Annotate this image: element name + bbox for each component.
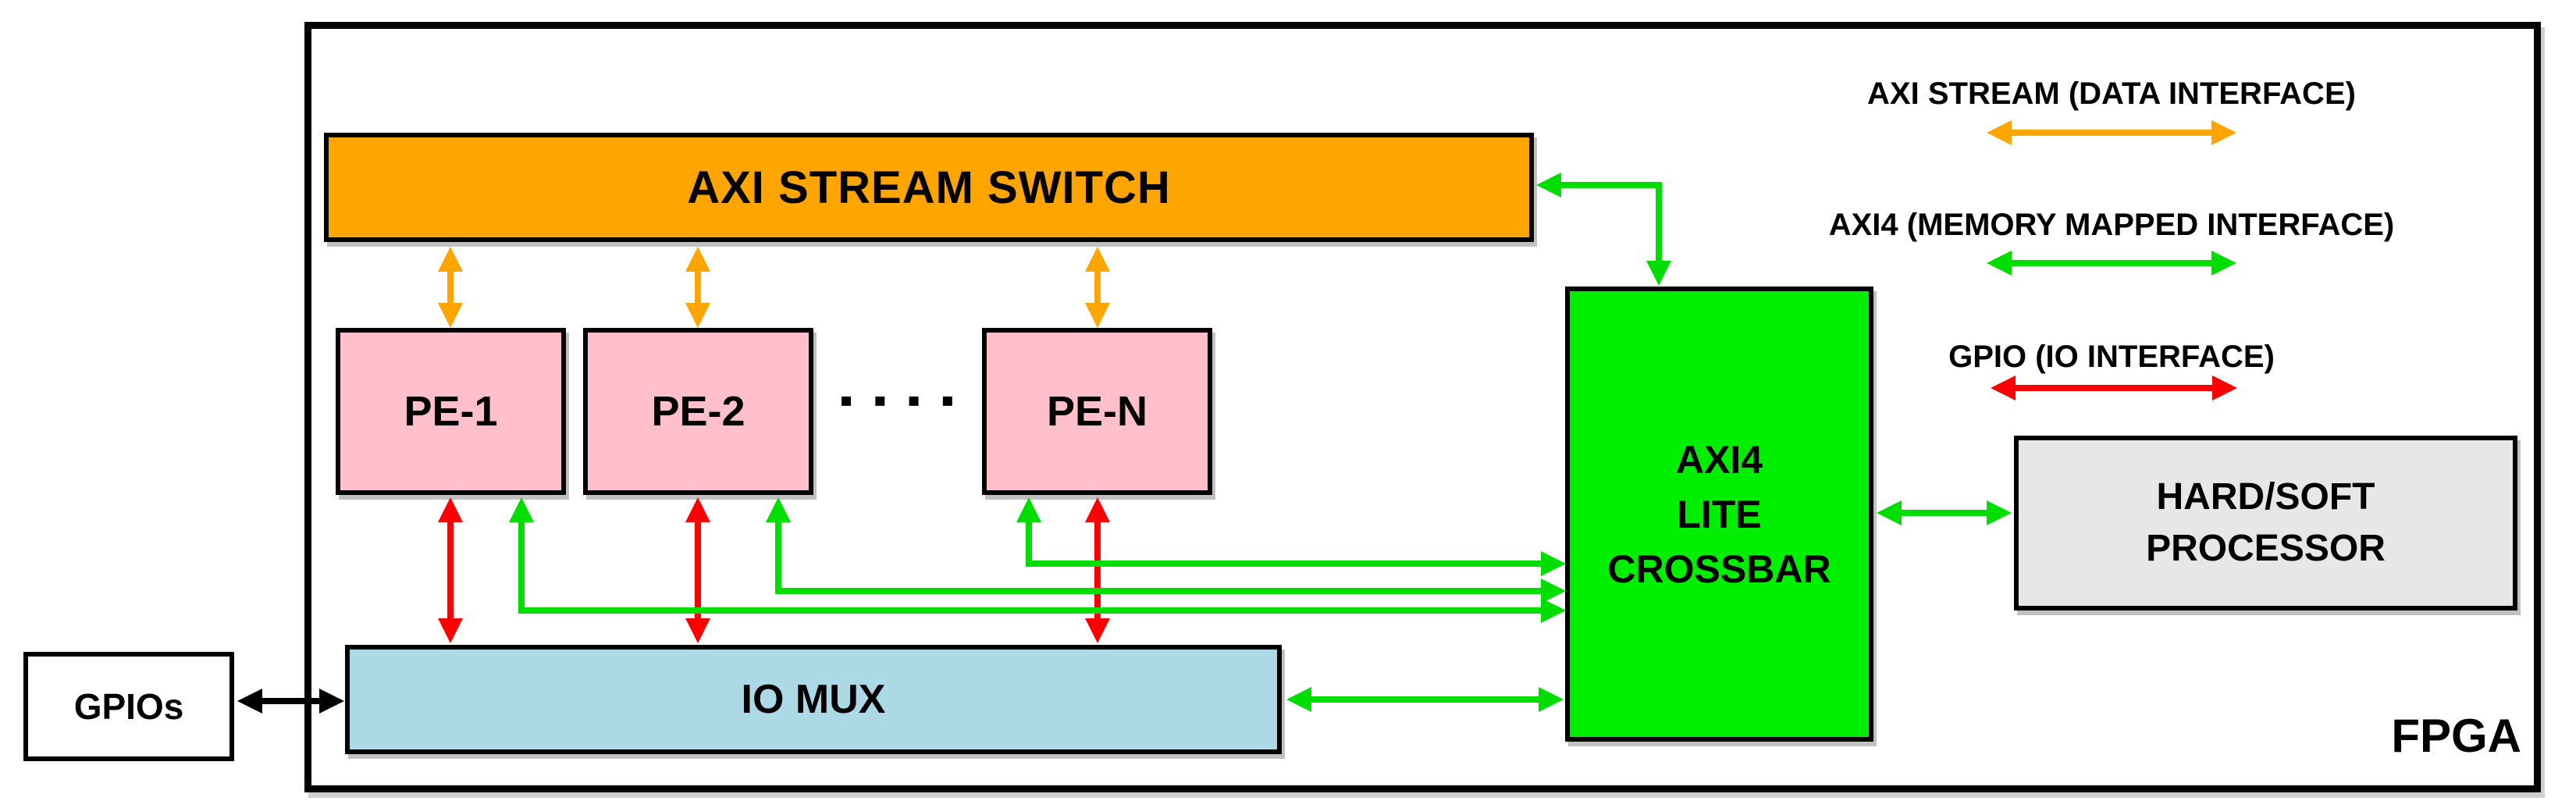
arrow-head [1085, 247, 1110, 272]
fpga-label: FPGA [2391, 710, 2521, 762]
pe-2-block: PE-2 [583, 328, 813, 495]
arrow-line [1026, 519, 1032, 567]
arrow-head [2211, 120, 2236, 145]
fpga-boundary [304, 22, 2541, 792]
arrow-head [438, 247, 463, 272]
arrow-head [438, 497, 463, 522]
arrow-line [1900, 510, 1988, 516]
arrow-head [1085, 618, 1110, 643]
arrow-line [695, 519, 701, 618]
arrow-head [1536, 173, 1561, 198]
processor-label-line2: PROCESSOR [2146, 528, 2386, 569]
arrow-head [1877, 500, 1902, 525]
arrow-line [1560, 182, 1662, 188]
arrow-line [775, 519, 781, 594]
arrow-line [1026, 561, 1541, 567]
arrow-head [1539, 687, 1564, 712]
processor-label-line1: HARD/SOFT [2156, 476, 2375, 518]
arrow-line [447, 269, 454, 306]
arrow-head [319, 689, 344, 714]
arrow-line [259, 698, 321, 704]
arrow-line [1094, 269, 1101, 306]
arrow-head [685, 247, 710, 272]
arrow-line [1094, 519, 1101, 618]
axi4-lite-crossbar-block: AXI4 LITE CROSSBAR [1565, 287, 1873, 742]
arrow-head [237, 689, 262, 714]
arrow-head [1016, 497, 1041, 522]
arrow-head [2212, 376, 2237, 400]
arrow-line [2010, 260, 2211, 266]
arrow-head [438, 303, 463, 328]
hard-soft-processor-block: HARD/SOFT PROCESSOR [2014, 436, 2517, 610]
gpios-label: GPIOs [73, 686, 184, 727]
io-mux-label: IO MUX [741, 677, 886, 722]
arrow-line [2010, 130, 2211, 136]
arrow-line [447, 519, 454, 618]
arrow-line [1656, 182, 1662, 261]
arrow-head [438, 618, 463, 643]
arrow-head [1646, 261, 1671, 286]
arrow-head [685, 303, 710, 328]
arrow-head [1085, 497, 1110, 522]
legend-label-gpio: GPIO (IO INTERFACE) [1948, 340, 2275, 374]
arrow-head [509, 497, 534, 522]
arrow-head [1987, 251, 2012, 276]
arrow-line [2014, 385, 2212, 391]
arrow-head [1991, 376, 2016, 400]
axi-stream-switch-label: AXI STREAM SWITCH [687, 162, 1171, 213]
arrow-head [1987, 120, 2012, 145]
arrow-head [685, 497, 710, 522]
legend-label-axi4: AXI4 (MEMORY MAPPED INTERFACE) [1828, 208, 2395, 242]
pe-n-label: PE-N [1046, 388, 1147, 435]
arrow-head [2211, 251, 2236, 276]
arrow-line [518, 607, 1541, 614]
arrow-head [1987, 500, 2012, 525]
axi-stream-switch-block: AXI STREAM SWITCH [324, 133, 1534, 242]
gpios-block: GPIOs [23, 652, 234, 761]
arrow-line [695, 269, 701, 306]
arrow-head [685, 618, 710, 643]
arrow-line [775, 588, 1541, 594]
arrow-head [1286, 687, 1311, 712]
pe-1-block: PE-1 [336, 328, 566, 495]
arrow-line [518, 519, 525, 614]
pe-n-block: PE-N [982, 328, 1212, 495]
arrow-head [1085, 303, 1110, 328]
pe-ellipsis: ▪▪▪▪ [840, 389, 976, 411]
crossbar-label-line2: LITE [1677, 492, 1762, 536]
pe-1-label: PE-1 [404, 388, 498, 435]
crossbar-label-line3: CROSSBAR [1607, 546, 1831, 591]
legend-label-axi-stream: AXI STREAM (DATA INTERFACE) [1867, 77, 2356, 111]
io-mux-block: IO MUX [345, 645, 1282, 754]
arrow-line [1310, 696, 1539, 703]
arrow-head [766, 497, 791, 522]
arrow-head [1541, 551, 1566, 576]
arrow-head [1541, 578, 1566, 603]
pe-2-label: PE-2 [651, 388, 745, 435]
crossbar-label-line1: AXI4 [1675, 437, 1763, 482]
